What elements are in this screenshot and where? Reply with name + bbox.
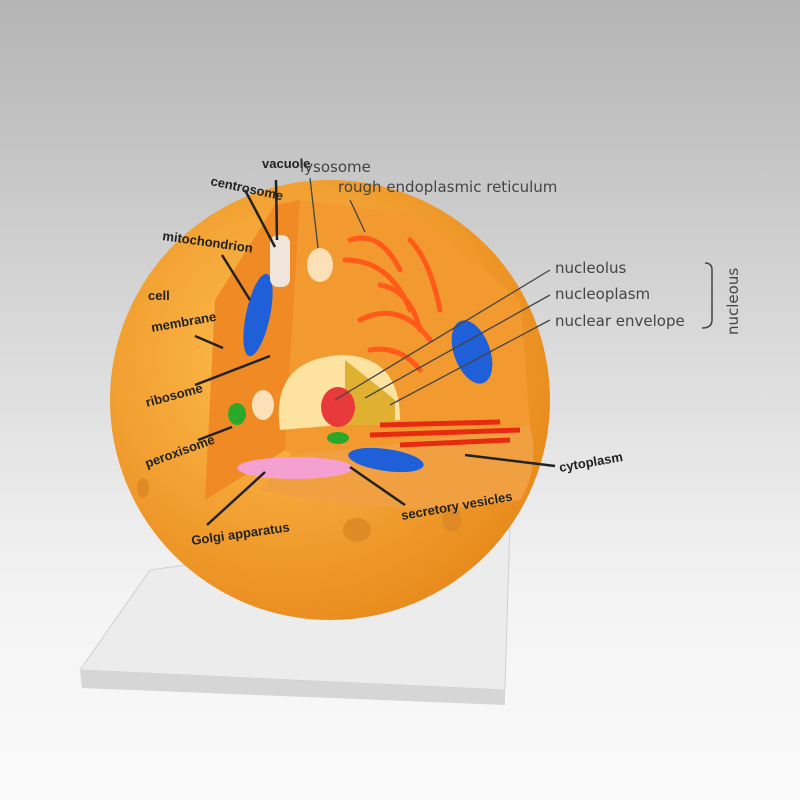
label-nucleus: nucleous	[724, 268, 742, 335]
lysosome	[307, 248, 333, 282]
label-nucleoplasm: nucleoplasm	[555, 285, 650, 303]
rough-er	[342, 235, 443, 373]
label-lysosome: lysosome	[300, 158, 371, 176]
nucleolus	[321, 387, 355, 427]
golgi-apparatus	[237, 457, 353, 479]
mitochondrion	[243, 273, 273, 357]
label-cell-membrane: cell	[148, 288, 170, 303]
label-rough-er: rough endoplasmic reticulum	[338, 178, 557, 196]
label-vacuole: vacuole	[262, 156, 310, 171]
secretory-vesicle	[348, 447, 424, 473]
label-nuclear-envelope: nuclear envelope	[555, 312, 685, 330]
peroxisome	[228, 403, 246, 425]
label-cytoplasm: cytoplasm	[558, 449, 624, 475]
vacuole	[270, 235, 290, 287]
label-nucleolus: nucleolus	[555, 259, 627, 277]
